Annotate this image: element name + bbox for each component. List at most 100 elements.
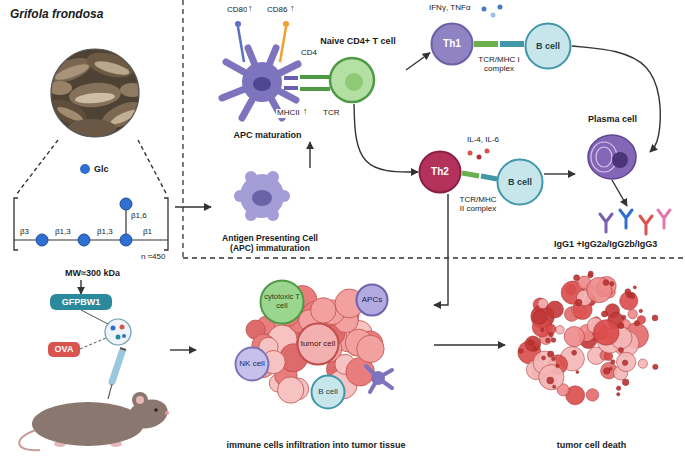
flow-arrow	[572, 46, 660, 152]
dying-cell-shape	[546, 338, 551, 343]
dying-cell-shape	[525, 336, 541, 352]
dying-cell-shape	[528, 340, 534, 346]
node-label: GFPBW1	[62, 297, 101, 307]
flow-arrow	[309, 142, 310, 168]
tumor-death: tumor cell death	[505, 262, 678, 452]
annotation-label: β1,3	[96, 228, 114, 237]
mouse-figure	[136, 396, 144, 404]
dying-cell-shape	[653, 364, 658, 369]
flow-arrow	[434, 194, 448, 305]
flow-arrow	[406, 53, 430, 70]
naive-t-cell: Naive CD4+ T cell	[310, 34, 406, 104]
mouse-figure	[125, 395, 171, 432]
antibody-symbol	[640, 216, 652, 234]
dying-cell-shape	[540, 328, 544, 332]
antibody-symbol	[620, 210, 632, 228]
secretion-arrow	[612, 180, 627, 206]
annotation-label: n ≈450	[140, 253, 166, 262]
dying-cell-shape	[551, 338, 556, 343]
naive-t-cell-figure	[330, 58, 374, 102]
dying-cell-shape	[652, 315, 658, 321]
annotation-label: ↑	[247, 4, 254, 14]
label-anchor: IL-4, IL-6	[466, 136, 500, 145]
dying-cell-shape	[587, 277, 612, 302]
dying-cell-shape	[628, 309, 637, 318]
annotation-label: β3	[19, 228, 30, 237]
plasma-cell-figure	[612, 152, 628, 168]
mouse-figure	[165, 411, 169, 415]
dying-cell-shape	[622, 379, 629, 386]
node-label: Antigen Presenting Cell (APC) immaturati…	[214, 234, 326, 254]
label-anchor: CD80	[226, 6, 248, 15]
annotation-label: IFNγ, TNFα	[428, 4, 472, 13]
node-label: immune cells infiltration into tumor tis…	[226, 440, 405, 450]
annotation-label: TCR/MHC I complex	[476, 56, 522, 74]
cytokine-dots	[477, 155, 482, 160]
flow-arrow	[175, 206, 211, 207]
plasma-cell-figure	[588, 135, 636, 179]
node-label: cytotoxic T cell	[264, 293, 300, 310]
dying-cell-shape	[620, 292, 638, 310]
dying-cell-shape	[553, 385, 556, 388]
tcr-mhc-contact	[284, 86, 298, 90]
dying-cell-shape	[627, 293, 632, 298]
injection-figure	[108, 384, 112, 399]
annotation-label: CD86	[266, 6, 288, 15]
dying-cell-shape	[549, 332, 553, 336]
dying-cell-shape	[617, 352, 636, 371]
mature-apc-figure	[222, 48, 298, 118]
node-label: Naive CD4+ T cell	[320, 36, 395, 46]
tumor-cell-shape	[278, 377, 304, 403]
mouse-figure	[19, 430, 40, 450]
dying-cell-shape	[547, 301, 564, 318]
glucan-chain	[120, 198, 132, 210]
tcr-mhc-contact	[300, 87, 330, 91]
costimulatory-receptor	[235, 21, 241, 27]
dying-cell-shape	[618, 348, 623, 353]
plasma-cell-figure	[588, 135, 636, 179]
zoom-line	[16, 140, 58, 195]
injection-figure	[111, 326, 116, 331]
th-b-contact	[500, 41, 524, 47]
dendritic-cell-figure	[366, 366, 392, 392]
flow-arrow	[80, 280, 81, 294]
section-divider	[183, 257, 685, 258]
connector-group	[16, 46, 660, 345]
plasma-cell: Plasma cell	[575, 112, 650, 182]
label-anchor: TCR/MHC II complex	[456, 196, 500, 214]
injection-figure	[122, 334, 126, 338]
antibody-symbol	[600, 214, 612, 232]
cell-circle	[420, 152, 461, 193]
b-cell: B cell	[310, 374, 346, 410]
node-label: Th2	[431, 166, 449, 178]
mouse-figure	[32, 402, 144, 446]
label-anchor: ↑	[289, 4, 296, 14]
injection-figure	[80, 310, 131, 399]
legend-row: Glc	[80, 164, 109, 174]
dying-cell-shape	[622, 360, 627, 365]
dying-cell-shape	[519, 349, 524, 354]
injection-figure	[105, 319, 131, 345]
label-anchor: β1,3	[54, 228, 72, 237]
dying-cell-shape	[564, 326, 584, 346]
mature-apc-figure	[242, 62, 282, 102]
annotation-label: ↑	[302, 107, 309, 117]
cell-circle	[298, 324, 339, 365]
flow-arrow	[544, 173, 575, 174]
dying-tumor-cells	[518, 271, 658, 405]
th-b-contact	[462, 173, 479, 176]
glucan-chain	[164, 198, 168, 250]
dying-cell-shape	[603, 280, 609, 286]
mushroom-photo	[46, 53, 94, 87]
dying-cell-shape	[588, 271, 593, 276]
tcr-mhc-contact	[284, 76, 298, 80]
label-anchor: β1,6	[130, 212, 148, 221]
dying-cell-shape	[634, 320, 639, 325]
dying-cell-shape	[572, 350, 577, 355]
treatment-arrow	[170, 349, 196, 350]
dying-cell-shape	[575, 299, 582, 306]
apc-cell: APCs	[355, 283, 389, 317]
mushroom-photo	[68, 81, 122, 109]
dying-cell-shape	[633, 286, 636, 289]
